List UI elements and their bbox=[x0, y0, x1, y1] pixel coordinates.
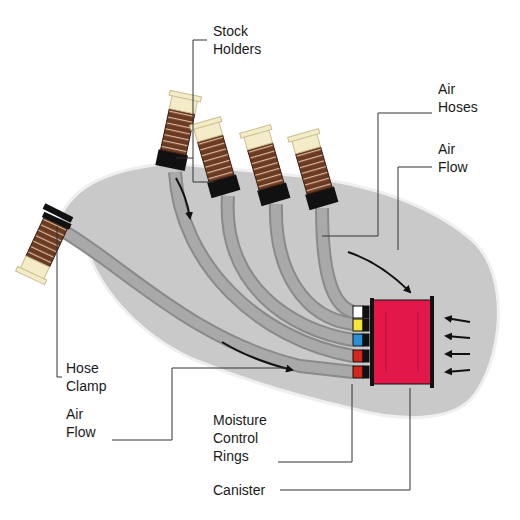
moisture-control-rings bbox=[353, 306, 369, 378]
air-flow-arrows bbox=[176, 178, 470, 372]
stock-holders bbox=[16, 90, 340, 284]
part-label: Air Hoses bbox=[437, 80, 479, 116]
part-label: Moisture Control Rings bbox=[212, 411, 268, 465]
canister bbox=[372, 296, 432, 388]
leader-lines bbox=[57, 40, 432, 490]
part-label: Stock Holders bbox=[212, 22, 262, 58]
air-hoses bbox=[58, 172, 353, 372]
flow-label: Air Flow bbox=[437, 140, 469, 176]
flow-label: Air Flow bbox=[65, 405, 97, 441]
bag-body bbox=[58, 163, 498, 417]
part-label: Hose Clamp bbox=[65, 359, 107, 395]
hose-clamp bbox=[44, 206, 72, 220]
part-label: Canister bbox=[212, 481, 266, 499]
